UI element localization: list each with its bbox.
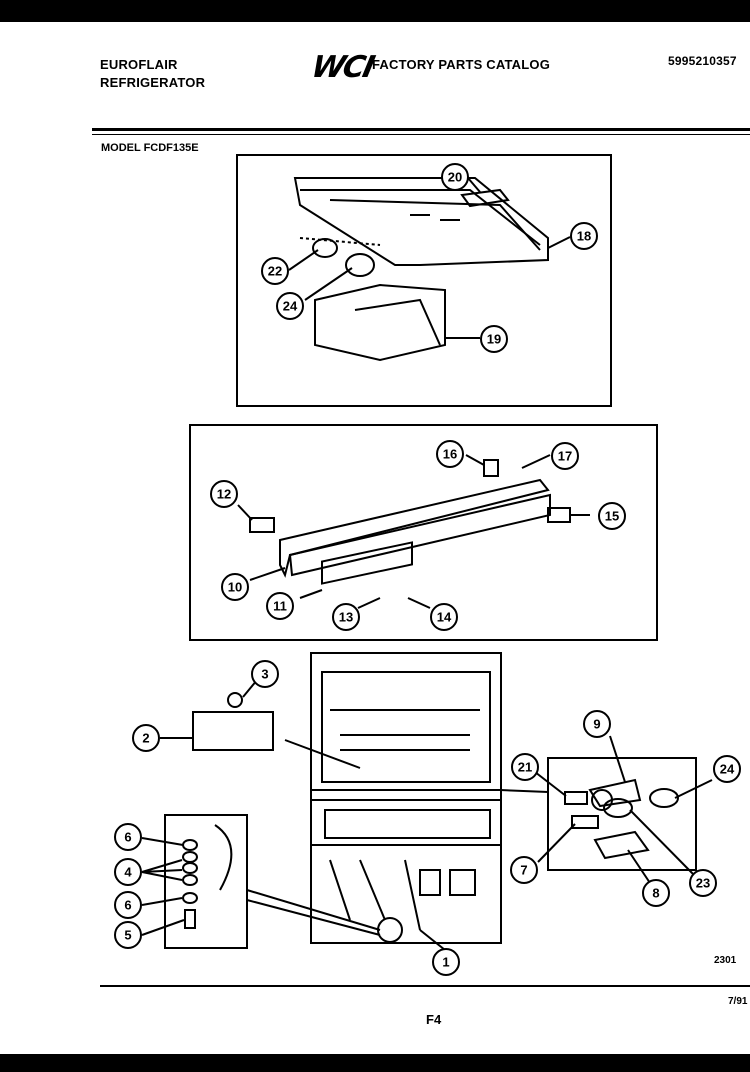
callout-16-label: 16	[443, 447, 457, 462]
callout-2	[132, 724, 160, 752]
control-panel-bar	[279, 478, 550, 578]
callout-20	[441, 163, 469, 191]
top-scan-border	[0, 0, 750, 22]
part-12-shape	[249, 517, 275, 533]
callout-12-label: 12	[217, 487, 231, 502]
catalog-number: 5995210357	[668, 54, 737, 68]
callout-15	[598, 502, 626, 530]
callout-13	[332, 603, 360, 631]
callout-22	[261, 257, 289, 285]
callout-17-label: 17	[558, 449, 572, 464]
callout-7	[510, 856, 538, 884]
callout-8	[642, 879, 670, 907]
callout-10	[221, 573, 249, 601]
light-assembly-box	[547, 757, 697, 871]
callout-24-right	[713, 755, 741, 783]
header-rule-thin	[92, 134, 750, 135]
callout-18-label: 18	[577, 229, 591, 244]
refrigerator-body	[310, 652, 502, 944]
callout-6-bottom	[114, 891, 142, 919]
callout-17	[551, 442, 579, 470]
callout-2-label: 2	[142, 731, 149, 746]
callout-9-label: 9	[593, 717, 600, 732]
callout-12	[210, 480, 238, 508]
callout-3	[251, 660, 279, 688]
callout-24-top-label: 24	[283, 299, 298, 314]
callout-13-label: 13	[339, 610, 353, 625]
model-label: MODEL FCDF135E	[101, 142, 199, 154]
callout-15-label: 15	[605, 509, 619, 524]
footer-rule	[100, 985, 750, 987]
callout-9	[583, 710, 611, 738]
panel-top-box	[236, 154, 612, 407]
catalog-title: FACTORY PARTS CATALOG	[372, 57, 551, 72]
callout-10-label: 10	[228, 580, 242, 595]
callout-20-label: 20	[448, 170, 462, 185]
callout-5	[114, 921, 142, 949]
callout-11-label: 11	[273, 599, 287, 614]
page-number: F4	[426, 1012, 442, 1027]
callout-24-right-label: 24	[720, 762, 735, 777]
diagram-code: 2301	[714, 955, 737, 966]
callout-23-label: 23	[696, 876, 710, 891]
callout-4	[114, 858, 142, 886]
callout-19	[480, 325, 508, 353]
callout-7-label: 7	[520, 863, 527, 878]
callout-11	[266, 592, 294, 620]
part-20-shape	[460, 188, 510, 208]
callout-4-label: 4	[124, 865, 132, 880]
callout-14	[430, 603, 458, 631]
hardware-detail-box	[164, 814, 248, 949]
callout-14-label: 14	[437, 610, 452, 625]
callout-21-label: 21	[518, 760, 532, 775]
callout-18	[570, 222, 598, 250]
callout-24-top	[276, 292, 304, 320]
callout-6-top-label: 6	[124, 830, 131, 845]
part-2-shape	[192, 711, 274, 751]
header-rule	[92, 128, 750, 131]
callout-6-bottom-label: 6	[124, 898, 131, 913]
product-type: REFRIGERATOR	[100, 75, 206, 90]
callout-1	[432, 948, 460, 976]
callout-3-label: 3	[261, 667, 268, 682]
control-housing-part	[293, 177, 549, 266]
callout-6-top	[114, 823, 142, 851]
bottom-scan-border	[0, 1054, 750, 1072]
callout-8-label: 8	[652, 886, 659, 901]
callout-22-label: 22	[268, 264, 282, 279]
callout-23	[689, 869, 717, 897]
catalog-date: 7/91	[728, 996, 748, 1007]
callout-1-label: 1	[442, 955, 449, 970]
panel-middle-box	[189, 424, 658, 641]
drawer-19-shape	[314, 283, 446, 362]
callout-5-label: 5	[124, 928, 131, 943]
callout-21	[511, 753, 539, 781]
callout-19-label: 19	[487, 332, 501, 347]
callout-16	[436, 440, 464, 468]
brand-name: EUROFLAIR	[100, 57, 178, 72]
